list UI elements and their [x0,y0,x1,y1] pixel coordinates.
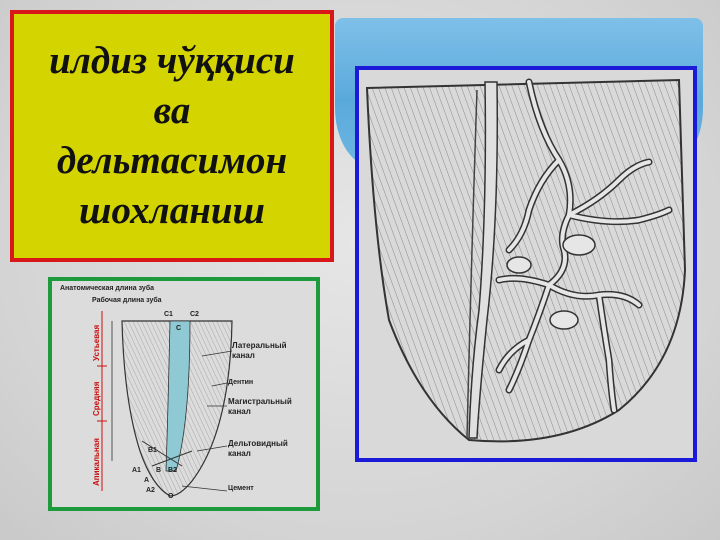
point-b1: B1 [148,447,157,454]
title-line-2: ва [153,89,191,132]
point-o: O [168,493,174,500]
label-working-length: Рабочая длина зуба [92,297,162,304]
root-apex-illustration-frame [355,66,697,462]
point-a1: A1 [132,467,141,474]
callout-dentin: Дентин [228,379,254,386]
label-anatomical-length: Анатомическая длина зуба [60,285,155,292]
point-b2: B2 [168,467,177,474]
cementum-line [466,89,478,439]
point-a: A [144,477,150,484]
callout-main-canal: Магистральный канал [228,397,292,416]
root-canal-diagram-frame: Анатомическая длина зуба Рабочая длина з… [48,277,320,511]
label-middle-zone: Средняя [92,381,101,416]
point-b: B [156,467,162,474]
title-line-1: илдиз чўққиси [49,39,295,82]
root-apex-illustration [365,78,687,443]
callout-delta-canal: Дельтовидный канал [228,439,288,458]
label-apical-zone: Апикальная [92,438,101,486]
point-c2: C2 [190,311,199,318]
point-c: C [176,325,182,332]
title-line-4: шохланиш [78,189,266,232]
callout-lateral-canal: Латеральный канал [232,341,287,360]
main-canal [468,81,499,439]
root-canal-diagram [97,311,233,497]
point-a2: A2 [146,487,155,494]
callout-cementum: Цемент [228,485,254,492]
canal-fill [165,320,191,472]
point-c1: C1 [164,311,173,318]
label-orifice-zone: Устьевая [92,324,101,361]
title-box: илдиз чўққиси ва дельтасимон шохланиш [10,10,334,262]
title-line-3: дельтасимон [56,139,288,182]
